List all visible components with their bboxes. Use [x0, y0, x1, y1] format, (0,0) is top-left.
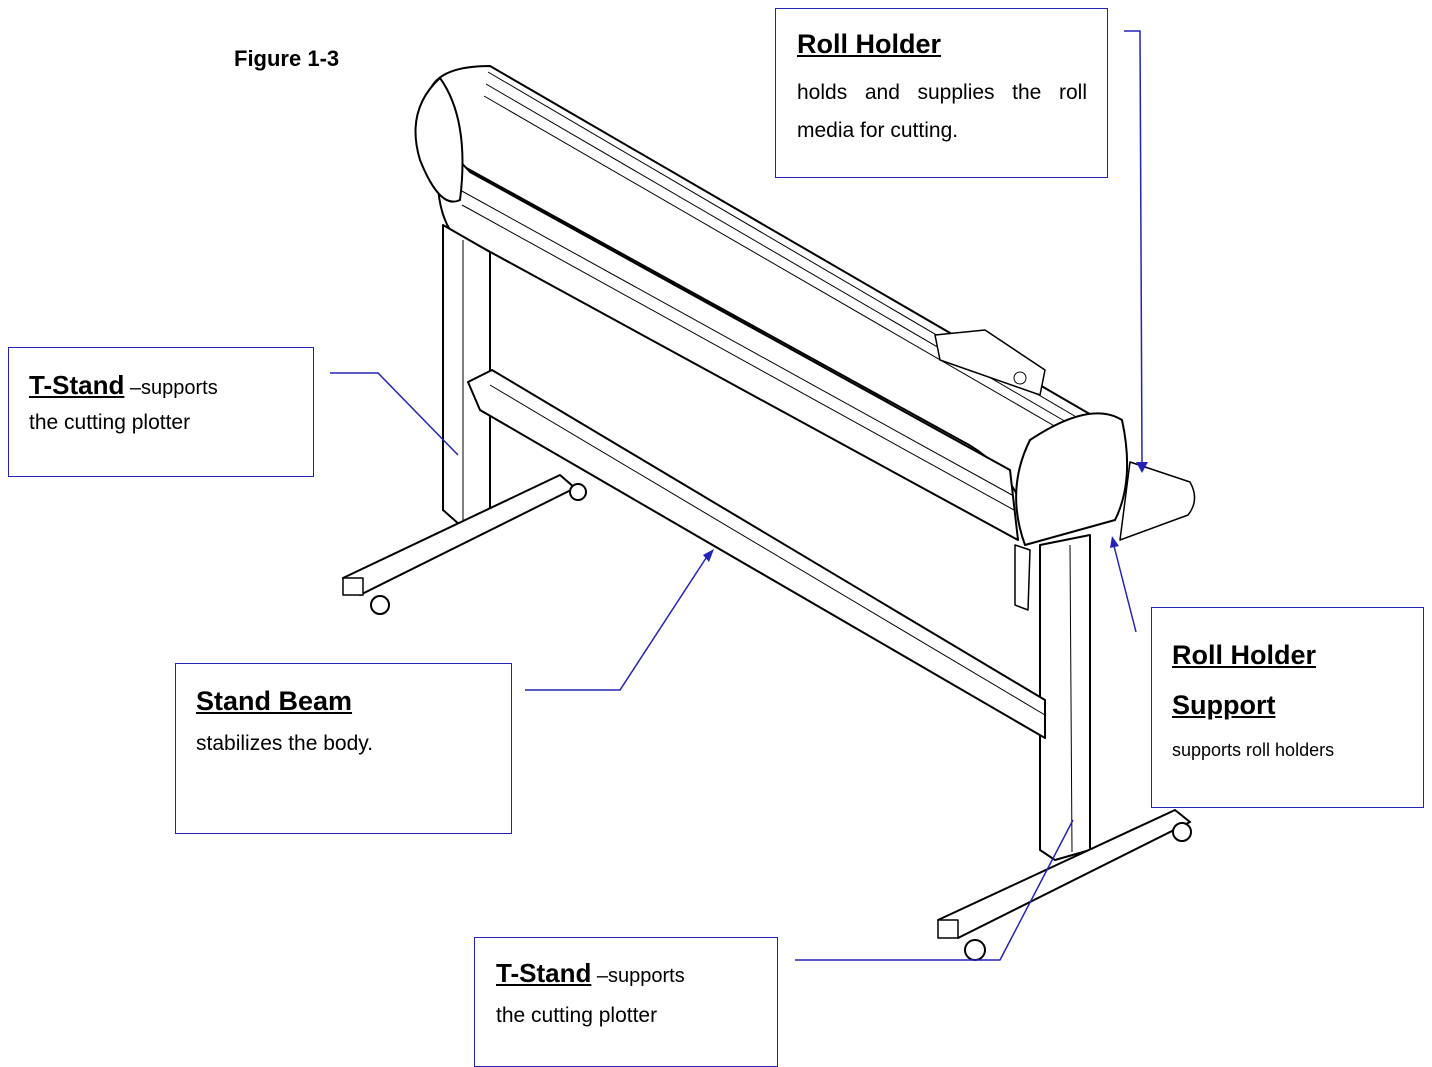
- callout-heading-tail: –supports: [124, 377, 218, 399]
- figure-title: Figure 1-3: [234, 46, 340, 71]
- plotter-body: [414, 65, 1196, 546]
- callout-tstand-bottom: T-Stand –supports the cutting plotter: [474, 937, 778, 1067]
- callout-description: the cutting plotter: [496, 1004, 658, 1027]
- callout-heading: T-Stand: [496, 958, 592, 988]
- callout-description: the cutting plotter: [29, 411, 191, 434]
- stand-frame: [342, 224, 1192, 961]
- leader-stand-beam: [525, 554, 709, 691]
- leader-roll-support: [1113, 545, 1137, 633]
- callout-description: supports roll holders: [1172, 740, 1335, 760]
- callout-tstand-left: T-Stand –supports the cutting plotter: [8, 347, 314, 477]
- leader-tstand-left: [330, 372, 459, 456]
- callout-roll-holder: Roll Holder holds and supplies the roll …: [775, 8, 1108, 178]
- callout-heading-line2: Support: [1172, 690, 1276, 720]
- callout-heading: Stand Beam: [196, 686, 353, 716]
- leader-roll-holder: [1124, 30, 1143, 463]
- callout-heading-line1: Roll Holder: [1172, 640, 1317, 670]
- callout-description: holds and supplies the roll media for cu…: [797, 81, 1087, 142]
- callout-description: stabilizes the body.: [196, 732, 374, 755]
- leader-tstand-bottom: [795, 819, 1074, 961]
- callout-stand-beam: Stand Beam stabilizes the body.: [175, 663, 512, 834]
- callout-heading: T-Stand: [29, 370, 125, 400]
- callout-heading-tail: –supports: [591, 965, 685, 987]
- leader-lines: [330, 30, 1148, 961]
- callout-heading: Roll Holder: [797, 29, 942, 59]
- callout-roll-holder-support: Roll Holder Support supports roll holder…: [1151, 607, 1424, 808]
